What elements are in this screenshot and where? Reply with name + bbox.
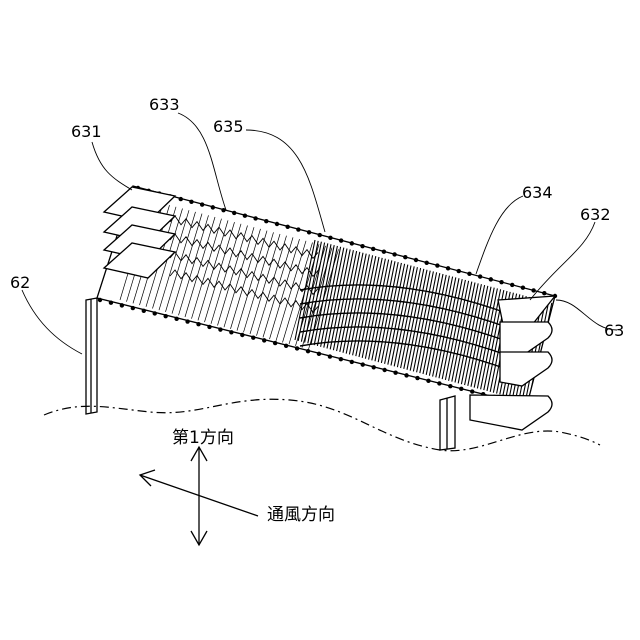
tube-side-wall: [86, 298, 97, 414]
hole: [339, 238, 343, 242]
label-63: 63: [604, 321, 624, 340]
hole: [392, 252, 396, 256]
hole: [142, 309, 146, 313]
hole: [285, 225, 289, 229]
hole: [284, 344, 288, 348]
label-62: 62: [10, 273, 30, 292]
hole: [120, 303, 124, 307]
hole: [360, 244, 364, 248]
tube-end-wall: [440, 396, 455, 450]
hole: [542, 291, 546, 295]
label-632: 632: [580, 205, 611, 224]
hole: [174, 317, 178, 321]
hole: [207, 325, 211, 329]
label-635: 635: [213, 117, 244, 136]
hole: [262, 338, 266, 342]
airflow-direction-label: 通風方向: [267, 505, 335, 525]
hole: [253, 216, 257, 220]
hole: [470, 389, 474, 393]
hole: [361, 362, 365, 366]
hole: [478, 274, 482, 278]
hole: [382, 368, 386, 372]
hole: [218, 327, 222, 331]
hole: [350, 241, 354, 245]
hole: [109, 300, 113, 304]
hole: [273, 341, 277, 345]
hole: [350, 360, 354, 364]
label-634: 634: [522, 183, 553, 202]
hole: [240, 333, 244, 337]
hole: [296, 227, 300, 231]
hole: [415, 376, 419, 380]
hole: [448, 384, 452, 388]
hole: [446, 266, 450, 270]
hole: [98, 298, 102, 302]
hole: [531, 288, 535, 292]
hole: [189, 200, 193, 204]
hole: [382, 249, 386, 253]
hole: [424, 261, 428, 265]
hole: [489, 277, 493, 281]
hole: [179, 197, 183, 201]
hole: [307, 230, 311, 234]
hole: [251, 335, 255, 339]
hole: [185, 319, 189, 323]
hole: [403, 255, 407, 259]
hole: [232, 211, 236, 215]
hole: [196, 322, 200, 326]
hole: [317, 352, 321, 356]
hole: [306, 349, 310, 353]
hole: [510, 283, 514, 287]
hole: [339, 357, 343, 361]
hole: [459, 387, 463, 391]
hole: [200, 202, 204, 206]
hole: [371, 247, 375, 251]
hole: [404, 373, 408, 377]
hole: [499, 280, 503, 284]
hole: [414, 258, 418, 262]
label-633: 633: [149, 95, 180, 114]
hole: [153, 311, 157, 315]
hole: [435, 263, 439, 267]
hole: [328, 236, 332, 240]
hole: [264, 219, 268, 223]
hole: [131, 306, 135, 310]
hole: [211, 205, 215, 209]
hole: [372, 365, 376, 369]
first-direction-label: 第1方向: [172, 428, 234, 448]
hole: [295, 346, 299, 350]
hole: [457, 269, 461, 273]
hole: [163, 314, 167, 318]
hole: [275, 222, 279, 226]
hole: [393, 370, 397, 374]
label-631: 631: [71, 122, 102, 141]
hole: [243, 213, 247, 217]
hole: [318, 233, 322, 237]
hole: [328, 354, 332, 358]
hole: [467, 272, 471, 276]
hole: [229, 330, 233, 334]
hole: [426, 379, 430, 383]
hole: [521, 285, 525, 289]
hole: [437, 381, 441, 385]
